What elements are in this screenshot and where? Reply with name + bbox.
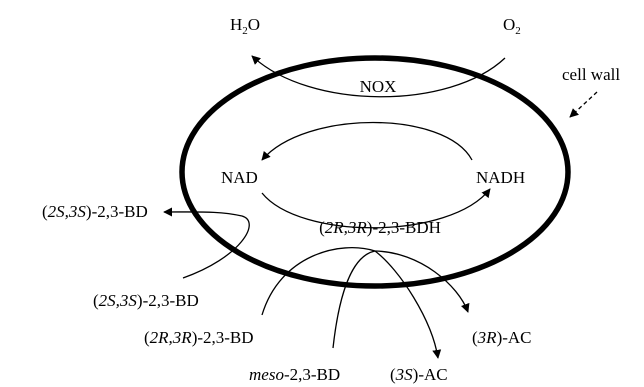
label-3r-ac: (3R)-AC: [472, 328, 532, 347]
cell-wall-ellipse: [179, 55, 571, 289]
label-3s-ac: (3S)-AC: [390, 365, 448, 384]
label-nadh: NADH: [476, 168, 525, 187]
cell-wall-pointer: [569, 91, 598, 118]
arrow-to-3r-ac: [374, 250, 470, 313]
label-meso-bd: meso-2,3-BD: [249, 365, 340, 384]
label-2r3r-bd: (2R,3R)-2,3-BD: [144, 328, 254, 347]
arrow-nad-to-nadh: [261, 188, 491, 229]
arrow-to-3s-ac: [374, 250, 442, 359]
label-nad: NAD: [221, 168, 258, 187]
line-2r3r-bd: [261, 247, 376, 316]
label-o2: O2: [503, 15, 521, 37]
arrow-nadh-to-nad: [261, 121, 473, 161]
label-nox: NOX: [360, 77, 397, 96]
arrow-o2-to-h2o: [251, 55, 506, 98]
line-meso-bd: [332, 250, 376, 349]
arrow-2s3s-export: [163, 207, 250, 279]
label-2r3r-bdh: (2R,3R)-2,3-BDH: [319, 218, 441, 237]
label-2s3s-bd-outside: (2S,3S)-2,3-BD: [42, 202, 148, 221]
label-h2o: H2O: [230, 15, 260, 37]
label-cell-wall: cell wall: [562, 65, 620, 84]
label-2s3s-bd-inside: (2S,3S)-2,3-BD: [93, 291, 199, 310]
